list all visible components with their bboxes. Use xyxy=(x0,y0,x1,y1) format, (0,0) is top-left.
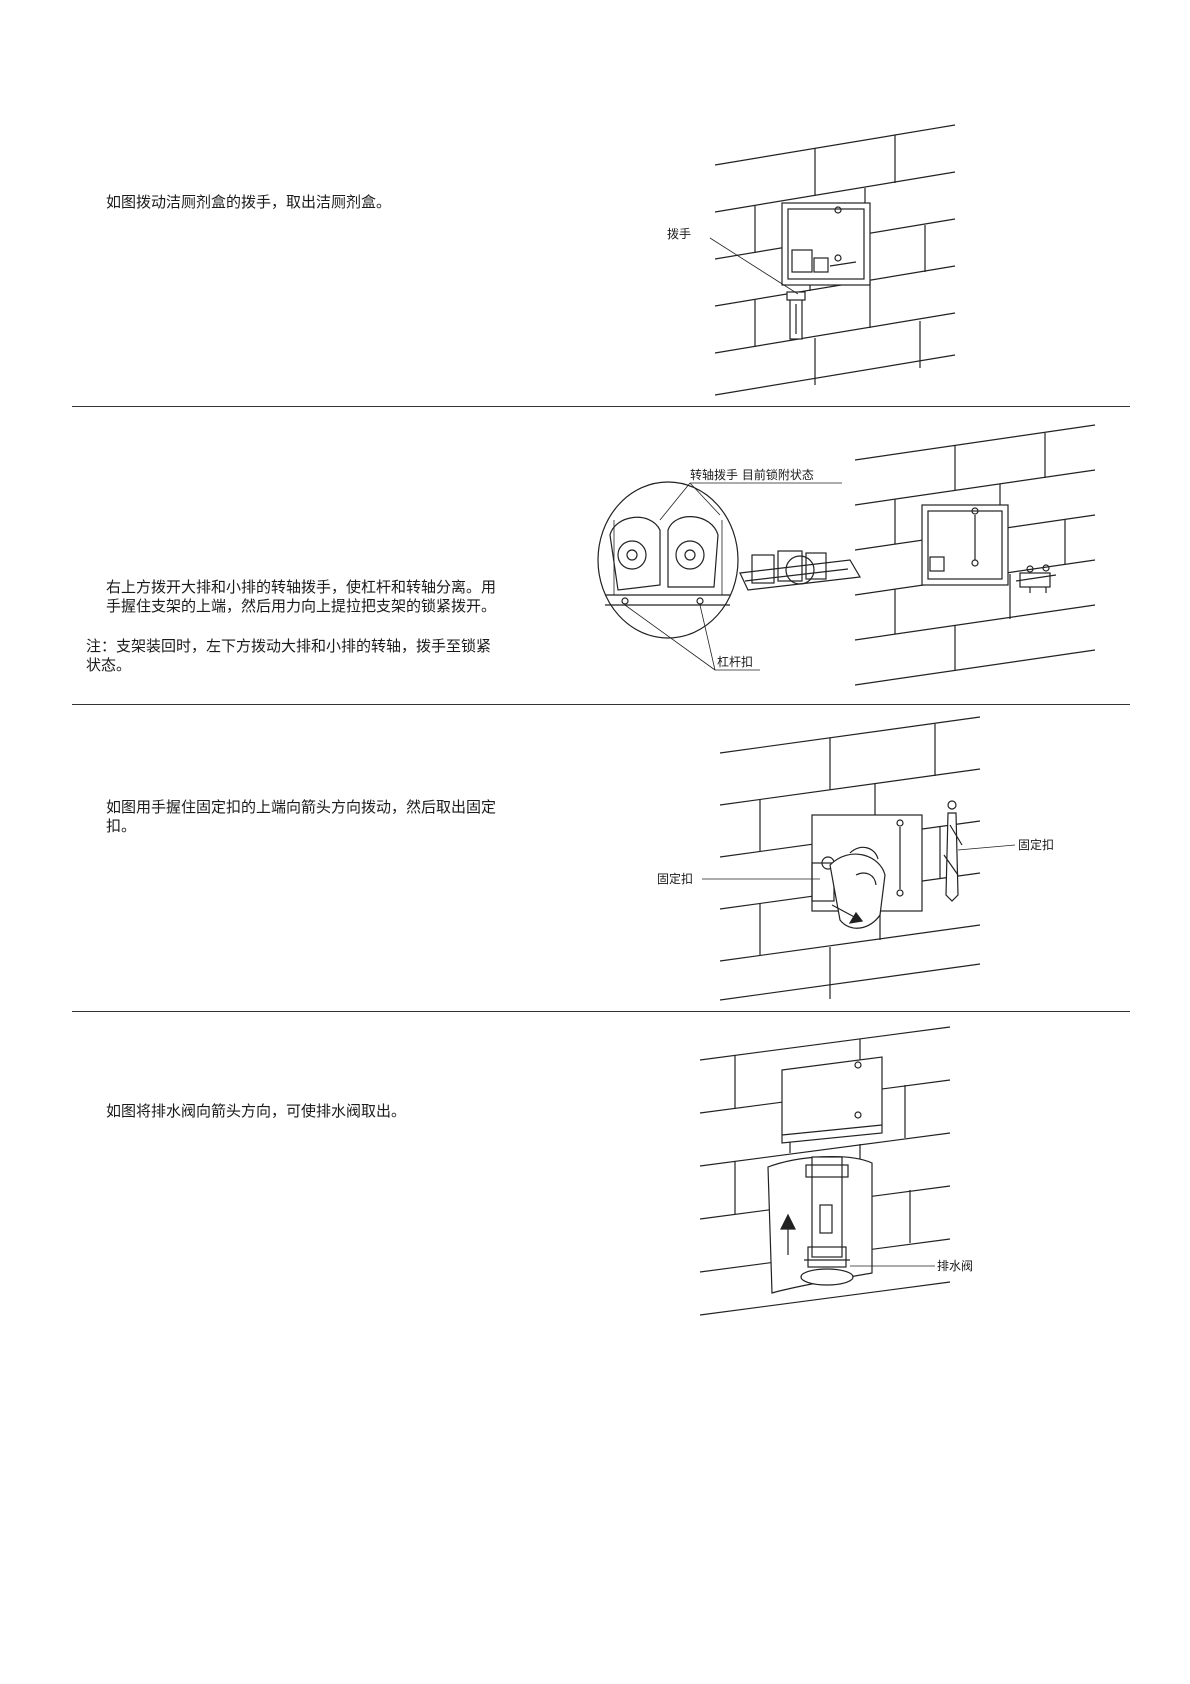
step2-illustration: 转轴拨手 目前锁附状态 杠杆扣 xyxy=(0,405,1190,705)
recess-box xyxy=(782,203,870,285)
label-lever-buckle: 杠杆扣 xyxy=(717,654,753,669)
cover-panel xyxy=(782,1057,882,1143)
magnified-detail xyxy=(598,482,738,638)
step4-illustration: 排水阀 xyxy=(0,1015,1190,1325)
removed-clip xyxy=(944,801,962,901)
step1-illustration: 拨手 xyxy=(0,0,1190,420)
detergent-box xyxy=(787,292,805,339)
mechanism-closeup xyxy=(740,551,860,590)
step3-illustration: 固定扣 固定扣 xyxy=(0,705,1190,1005)
divider-3 xyxy=(72,1011,1130,1012)
label-shaft-handle: 转轴拨手 目前锁附状态 xyxy=(690,467,814,482)
label-clip-left: 固定扣 xyxy=(657,871,693,886)
label-clip-right: 固定扣 xyxy=(1018,837,1054,852)
recess-box xyxy=(922,505,1008,585)
label-drain-valve: 排水阀 xyxy=(937,1259,973,1273)
label-handle: 拨手 xyxy=(667,227,691,241)
